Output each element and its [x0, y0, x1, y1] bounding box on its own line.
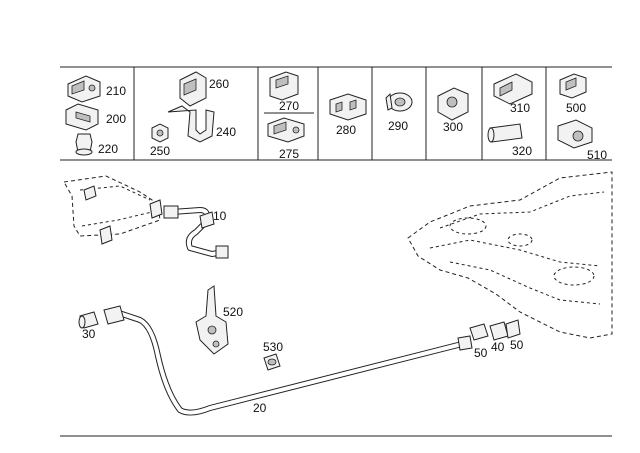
label-260: 260 — [209, 77, 229, 91]
parts-reference-box — [60, 66, 612, 161]
clip-280-icon — [329, 93, 367, 121]
label-200: 200 — [106, 112, 126, 126]
label-50-left: 50 — [474, 346, 488, 360]
label-290: 290 — [388, 119, 408, 133]
label-280: 280 — [336, 123, 356, 137]
label-510: 510 — [587, 148, 607, 162]
nut-250-icon — [151, 123, 169, 143]
clamp-510-icon — [557, 119, 593, 149]
label-500: 500 — [566, 101, 586, 115]
label-50-right: 50 — [510, 338, 524, 352]
fuel-line-20 — [119, 311, 473, 416]
connector-30 — [78, 305, 125, 329]
label-270: 270 — [279, 99, 299, 113]
clamps-group — [469, 319, 521, 341]
bracket-240-icon — [167, 105, 215, 143]
push-clip-220-icon — [75, 133, 93, 156]
label-20: 20 — [253, 401, 267, 415]
clip-210-icon — [67, 75, 101, 103]
label-240: 240 — [216, 125, 236, 139]
clip-260-icon — [179, 71, 207, 107]
holder-300-icon — [437, 87, 469, 121]
label-300: 300 — [443, 120, 463, 134]
fuel-rail-outline — [63, 175, 163, 245]
clip-310-icon — [493, 73, 533, 105]
bracket-520 — [195, 285, 229, 355]
label-250: 250 — [150, 144, 170, 158]
clip-200-icon — [65, 103, 99, 131]
label-275: 275 — [279, 147, 299, 161]
clip-500-icon — [559, 73, 587, 99]
clip-270-icon — [269, 71, 299, 101]
label-210: 210 — [106, 84, 126, 98]
label-30: 30 — [82, 327, 96, 341]
clip-275-icon — [267, 117, 305, 143]
hose-10 — [163, 205, 229, 259]
label-320: 320 — [512, 144, 532, 158]
label-220: 220 — [98, 142, 118, 156]
label-530: 530 — [263, 340, 283, 354]
clamp-290-icon — [385, 92, 413, 112]
part-530 — [263, 353, 281, 371]
fuel-tank-outline — [407, 171, 613, 339]
label-10: 10 — [213, 209, 227, 223]
label-40: 40 — [491, 340, 505, 354]
sleeve-320-icon — [487, 123, 523, 143]
label-310: 310 — [510, 101, 530, 115]
label-520: 520 — [223, 305, 243, 319]
